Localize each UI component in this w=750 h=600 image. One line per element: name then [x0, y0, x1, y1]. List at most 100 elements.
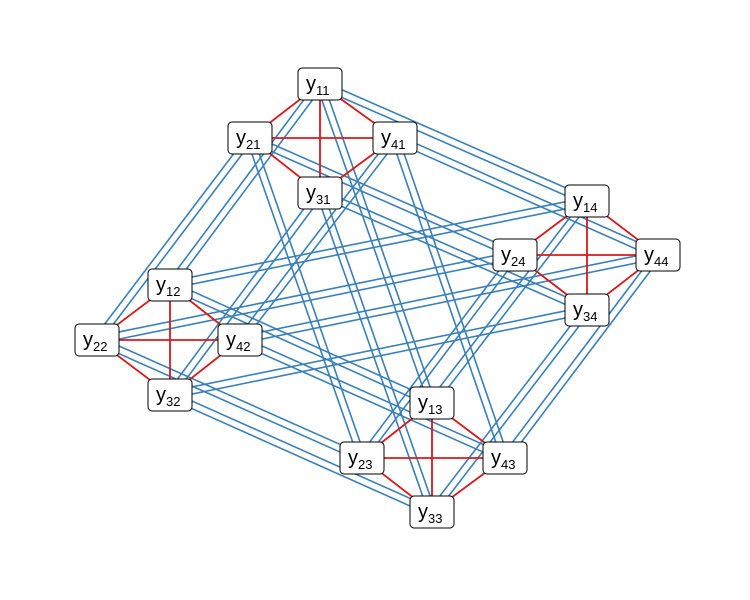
node-label-base: y: [156, 384, 166, 406]
edge-y21-y24: [248, 140, 514, 259]
edge-y12-y13: [171, 281, 434, 401]
node-label-base: y: [418, 501, 428, 523]
node-box: [372, 121, 418, 155]
node-label-subscript: 12: [166, 284, 180, 299]
edge-y22-y23: [98, 336, 364, 456]
edge-y41-y43: [397, 136, 510, 458]
node-label-subscript: 23: [358, 457, 372, 472]
node-box: [339, 441, 385, 475]
node-label-subscript: 31: [316, 192, 330, 207]
node-label-base: y: [156, 274, 166, 296]
edge-y44-y43: [507, 256, 662, 461]
node-y14: y14: [564, 184, 610, 218]
node-y12: y12: [147, 268, 193, 302]
edge-y42-y44: [240, 257, 659, 345]
node-label: y24: [501, 244, 525, 269]
node-label-subscript: 44: [654, 254, 668, 269]
node-y44: y44: [635, 238, 681, 272]
node-label-base: y: [236, 127, 246, 149]
node-box: [482, 441, 528, 475]
node-label-base: y: [83, 329, 93, 351]
edge-y11-y12: [172, 85, 324, 288]
edge-y22-y24: [97, 257, 516, 345]
node-label-subscript: 13: [428, 402, 442, 417]
edge-y11-y12: [166, 81, 318, 284]
node-label-base: y: [226, 329, 236, 351]
node-box: [409, 386, 455, 420]
node-label: y33: [418, 501, 442, 526]
node-layer: y11y21y31y41y12y22y32y42y13y23y33y43y14y…: [74, 67, 681, 529]
edge-y42-y43: [241, 336, 507, 456]
edge-y21-y24: [251, 134, 517, 253]
edge-y32-y34: [169, 305, 587, 393]
edge-y22-y23: [95, 342, 361, 462]
edge-y41-y44: [393, 140, 657, 259]
node-y33: y33: [409, 495, 455, 529]
node-label-subscript: 33: [428, 511, 442, 526]
edge-y42-y43: [238, 342, 504, 462]
node-y34: y34: [564, 293, 610, 327]
node-box: [74, 323, 120, 357]
edge-y32-y33: [171, 391, 434, 510]
node-label: y31: [306, 182, 330, 207]
edge-y12-y14: [169, 196, 587, 283]
node-y21: y21: [227, 121, 273, 155]
node-label-subscript: 42: [236, 339, 250, 354]
node-label-base: y: [306, 182, 316, 204]
node-label-subscript: 41: [391, 137, 405, 152]
edge-y21-y22: [93, 135, 248, 339]
edge-y34-y33: [434, 311, 591, 515]
edge-y14-y13: [434, 202, 591, 406]
node-label: y14: [573, 190, 597, 215]
node-label-base: y: [573, 299, 583, 321]
node-label-base: y: [381, 127, 391, 149]
node-y31: y31: [297, 176, 343, 210]
node-box: [217, 323, 263, 357]
node-y11: y11: [297, 67, 343, 101]
node-box: [297, 176, 343, 210]
node-label-subscript: 32: [166, 394, 180, 409]
node-label-base: y: [418, 392, 428, 414]
node-y23: y23: [339, 441, 385, 475]
node-label: y44: [644, 244, 668, 269]
node-label-subscript: 11: [316, 83, 330, 98]
edge-y12-y14: [170, 203, 588, 290]
node-label-base: y: [306, 73, 316, 95]
node-label: y32: [156, 384, 180, 409]
edge-y41-y43: [390, 138, 503, 460]
node-box: [492, 238, 538, 272]
edge-y12-y13: [168, 287, 431, 407]
node-y22: y22: [74, 323, 120, 357]
edge-y14-y13: [428, 198, 585, 402]
edge-y21-y23: [245, 138, 360, 460]
node-label: y43: [491, 447, 515, 472]
edge-y11-y14: [321, 80, 589, 199]
edge-y41-y42: [236, 135, 393, 339]
node-y43: y43: [482, 441, 528, 475]
node-label-subscript: 22: [93, 339, 107, 354]
edge-y24-y23: [358, 252, 513, 457]
node-y32: y32: [147, 378, 193, 412]
node-box: [564, 293, 610, 327]
node-label-subscript: 21: [246, 137, 260, 152]
edge-y24-y23: [364, 256, 519, 461]
edge-y31-y34: [321, 189, 589, 308]
node-label: y22: [83, 329, 107, 354]
node-label-subscript: 14: [583, 200, 597, 215]
edge-y11-y14: [318, 86, 586, 205]
edge-y44-y43: [501, 252, 656, 457]
edge-y31-y32: [172, 194, 324, 398]
edge-y21-y22: [99, 139, 254, 343]
node-label-subscript: 34: [583, 309, 597, 324]
node-label: y42: [226, 329, 250, 354]
edge-y22-y24: [96, 250, 515, 338]
node-box: [147, 268, 193, 302]
node-y42: y42: [217, 323, 263, 357]
node-box: [147, 378, 193, 412]
node-box: [409, 495, 455, 529]
edge-y32-y34: [170, 312, 588, 400]
node-label-base: y: [348, 447, 358, 469]
node-label-base: y: [573, 190, 583, 212]
